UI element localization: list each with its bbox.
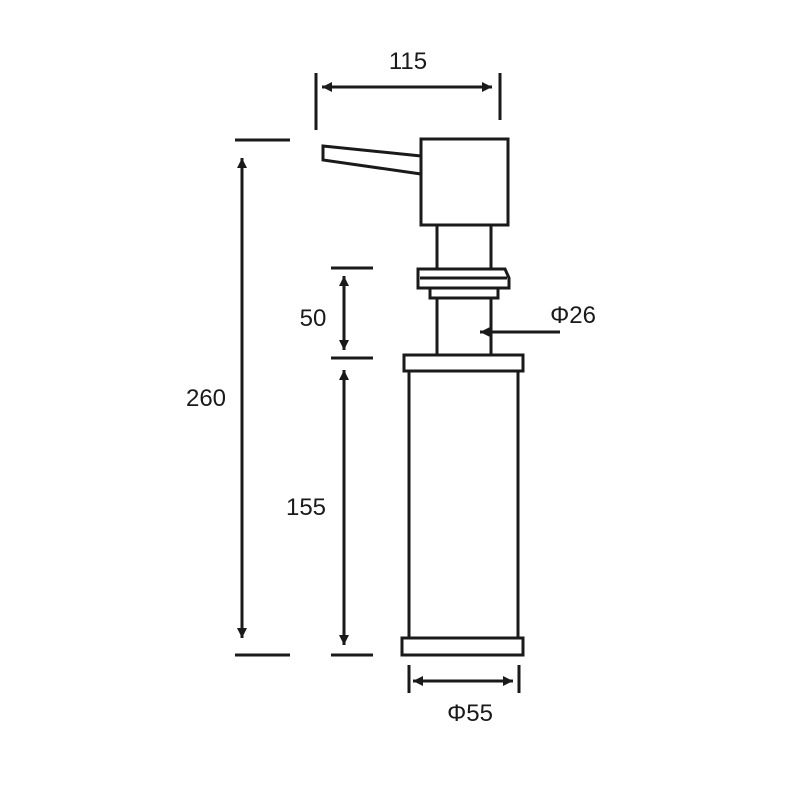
dim-total-width	[314, 73, 502, 130]
dim-total-height	[235, 138, 290, 657]
bottle-body	[407, 369, 520, 640]
dim-label-neck-height: 50	[300, 305, 327, 332]
dim-label-bottle-diameter: Φ55	[447, 700, 493, 727]
dim-label-neck-diameter: Φ26	[550, 302, 596, 329]
dim-label-total-width: 115	[389, 48, 427, 75]
bottle-cap	[402, 353, 525, 373]
dim-bottle-height	[331, 370, 373, 657]
dim-neck-height	[331, 266, 373, 360]
pump-lever	[321, 144, 423, 176]
dim-label-total-height: 260	[186, 385, 226, 412]
dim-label-bottle-height: 155	[286, 494, 326, 521]
neck-tube	[435, 296, 493, 357]
pump-head	[419, 137, 510, 227]
bottle-base	[400, 636, 525, 657]
pump-stem	[435, 223, 493, 271]
dispenser-body	[321, 137, 525, 657]
dim-bottle-diameter	[407, 665, 521, 693]
